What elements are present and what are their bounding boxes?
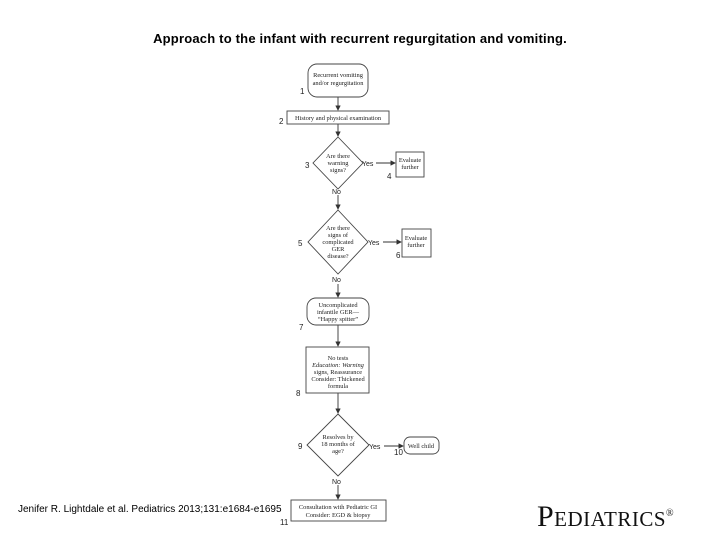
svg-text:Well child: Well child xyxy=(408,443,435,450)
node-10-well-child: Well child 10 xyxy=(394,436,440,457)
svg-text:9: 9 xyxy=(298,442,303,451)
svg-text:No: No xyxy=(332,479,341,486)
svg-text:10: 10 xyxy=(394,448,403,457)
svg-text:3: 3 xyxy=(305,161,310,170)
svg-text:History and physical examinati: History and physical examination xyxy=(295,115,382,122)
svg-text:Consultation with Pediatric GI: Consultation with Pediatric GIConsider: … xyxy=(299,504,377,519)
svg-text:No: No xyxy=(332,189,341,196)
svg-text:Yes: Yes xyxy=(368,240,380,247)
svg-text:11: 11 xyxy=(280,518,289,527)
slide-title: Approach to the infant with recurrent re… xyxy=(153,31,567,46)
svg-text:7: 7 xyxy=(299,323,304,332)
svg-text:No: No xyxy=(332,277,341,284)
connectors xyxy=(335,97,404,500)
svg-text:8: 8 xyxy=(296,389,301,398)
svg-text:1: 1 xyxy=(300,87,305,96)
node-2-history: History and physical examination 2 xyxy=(279,110,390,126)
registered-mark: ® xyxy=(666,508,675,519)
logo-text: Pediatrics xyxy=(537,500,667,533)
svg-text:Yes: Yes xyxy=(369,444,381,451)
citation: Jenifer R. Lightdale et al. Pediatrics 2… xyxy=(18,504,282,515)
svg-text:2: 2 xyxy=(279,117,284,126)
svg-text:5: 5 xyxy=(298,239,303,248)
svg-text:4: 4 xyxy=(387,172,392,181)
svg-text:Yes: Yes xyxy=(362,161,374,168)
pediatrics-logo: Pediatrics® xyxy=(537,500,674,534)
svg-text:6: 6 xyxy=(396,251,401,260)
